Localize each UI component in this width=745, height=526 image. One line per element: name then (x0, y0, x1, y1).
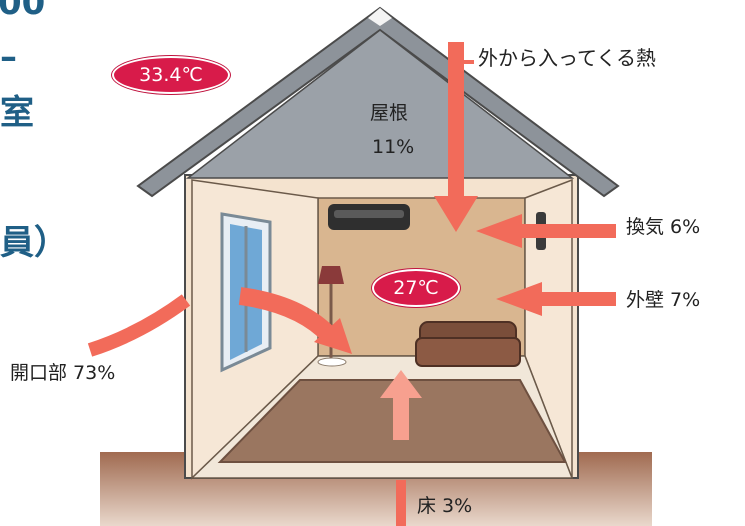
cropped-heading-fragment-3: 室 (0, 93, 34, 133)
heat-in-leader (464, 60, 474, 64)
opening-leader (87, 294, 191, 357)
sofa (415, 321, 521, 367)
floor-leader (396, 480, 406, 526)
air-conditioner (328, 204, 410, 230)
roof-gable (185, 29, 575, 179)
outdoor-temperature-badge: 33.4℃ (112, 56, 230, 94)
exterior-wall-label: 外壁 7% (626, 289, 701, 311)
heat-in-label: 外から入ってくる熱 (478, 46, 656, 70)
cropped-heading-fragment-4: 員） (0, 223, 68, 263)
roof-label: 屋根 (370, 102, 409, 124)
opening-arrow (238, 287, 352, 354)
ventilation-label: 換気 6% (626, 216, 701, 238)
roof-percent-label: 11% (372, 136, 415, 158)
exterior-wall-arrow (496, 282, 616, 316)
cropped-heading-fragment-2: – (0, 37, 17, 77)
carpet (217, 379, 567, 463)
floor-arrow (380, 370, 422, 440)
floor-label: 床 3% (417, 495, 473, 517)
opening-label: 開口部 73% (10, 362, 116, 384)
ventilation-arrow (476, 214, 616, 248)
cropped-heading-fragment-1: 00 (0, 0, 46, 23)
roof-top-cap (368, 8, 392, 26)
roof-heat-arrow (434, 42, 478, 232)
indoor-temperature-badge: 27℃ (372, 269, 460, 307)
